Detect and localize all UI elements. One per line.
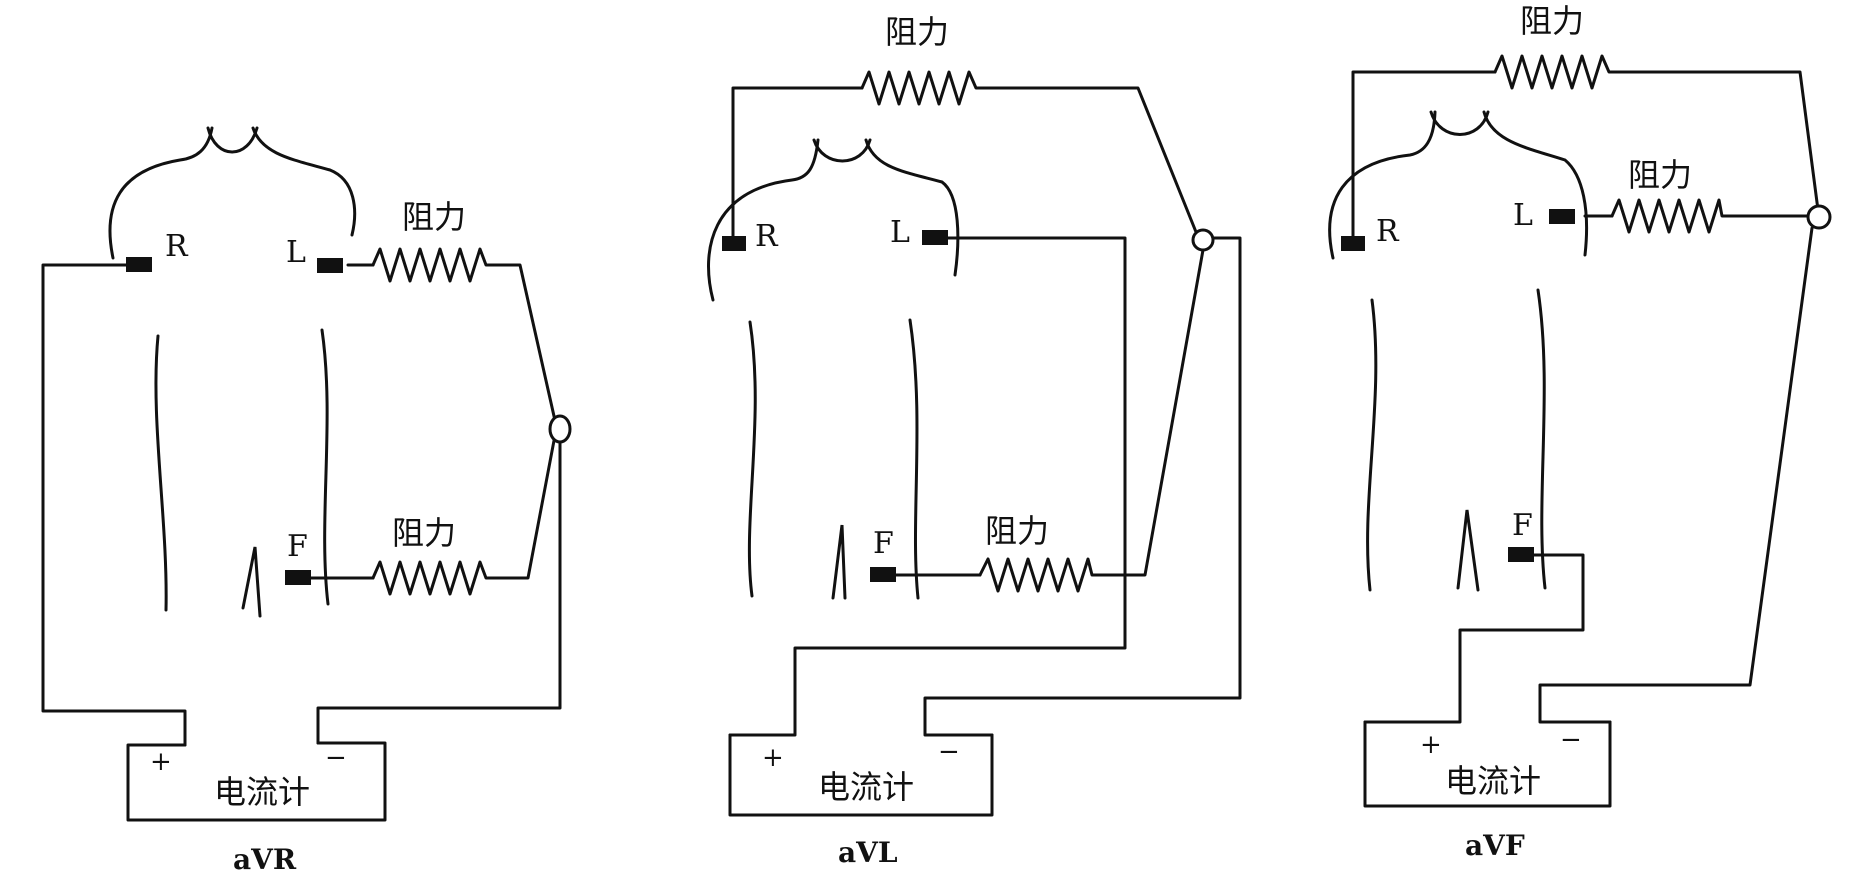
resistor-label: 阻力 [1628,156,1692,194]
galvanometer-minus: − [325,743,347,773]
electrode-f [870,567,896,582]
electrode-label-l: L [890,215,910,250]
galvanometer-plus: + [762,743,784,773]
resistor-label: 阻力 [402,198,466,236]
electrode-label-f: F [1512,508,1533,543]
resistor-label: 阻力 [1520,2,1584,40]
lead-caption: aVF [1465,829,1525,862]
galvanometer: + − 电流计 [1363,720,1612,808]
panel-avf: R L F 阻力 阻力 + − 电流计 aVF [1328,2,1832,862]
lead-caption: aVL [838,836,898,869]
junction-node-icon [1191,228,1215,252]
resistor-label: 阻力 [392,514,456,552]
galvanometer: + − 电流计 [126,741,387,822]
body-outline [707,138,960,600]
electrode-r [126,257,152,272]
electrode-label-r: R [1376,214,1400,249]
electrode-l [1549,209,1575,224]
resistor-icon [978,557,1097,593]
panel-avr: R L F 阻力 阻力 + − 电流计 aVR [41,126,572,874]
electrode-f [285,570,311,585]
lead-caption: aVR [233,843,297,874]
electrode-r [1341,236,1365,251]
wiring [1351,70,1820,724]
panel-avl: R L F 阻力 阻力 + − 电流计 aVL [707,13,1242,869]
electrode-label-f: F [873,526,894,561]
wiring [41,263,562,747]
electrode-label-r: R [165,229,189,264]
junction-node-icon [548,414,572,444]
resistor-icon [371,560,494,596]
resistor-label: 阻力 [985,512,1049,550]
galvanometer-plus: + [150,747,172,777]
electrode-l [922,230,948,245]
resistor-label: 阻力 [885,13,949,51]
electrode-label-l: L [1513,198,1533,233]
galvanometer: + − 电流计 [728,733,994,817]
electrode-label-f: F [287,529,308,564]
electrode-label-l: L [286,235,306,270]
electrode-r [722,236,746,251]
electrode-l [317,258,343,273]
galvanometer-minus: − [938,737,960,767]
resistor-icon [1610,198,1727,234]
body-outline [1328,110,1589,592]
resistor-icon [860,70,984,106]
galvanometer-label: 电流计 [1445,762,1541,800]
galvanometer-label: 电流计 [214,773,310,811]
galvanometer-plus: + [1420,730,1442,760]
wiring [728,86,1242,737]
electrode-label-r: R [755,219,779,254]
resistor-icon [1493,54,1617,90]
resistor-icon [371,247,494,283]
junction-node-icon [1806,204,1832,230]
galvanometer-minus: − [1560,725,1582,755]
body-outline [108,126,357,618]
electrode-f [1508,547,1534,562]
galvanometer-label: 电流计 [818,768,914,806]
